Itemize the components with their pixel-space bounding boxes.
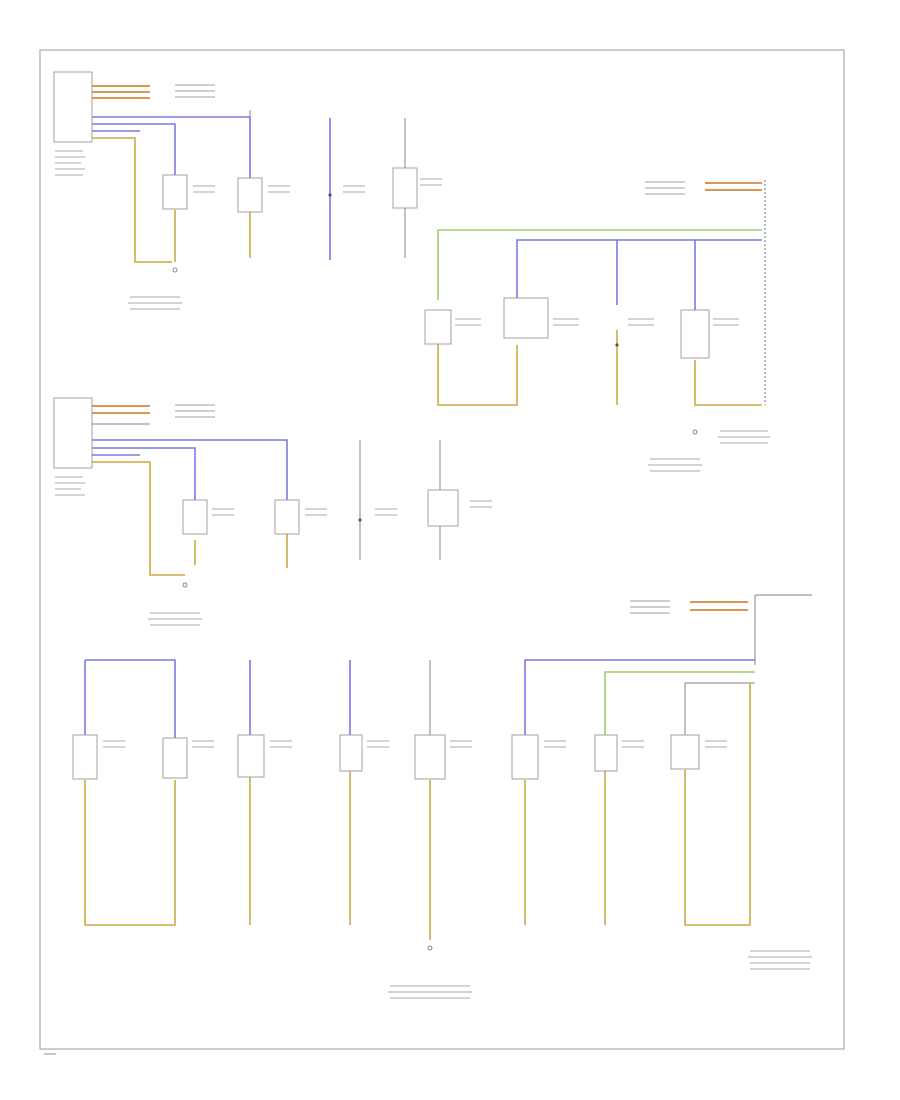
label-marks-mid-left <box>55 404 492 626</box>
right-seat-heater-switch <box>182 499 208 535</box>
passenger-seat-belt-switch <box>594 734 618 772</box>
group-right-seat <box>53 397 492 626</box>
label-marks-right-upper <box>455 181 770 472</box>
right-seat-lumbar-switch <box>274 499 300 535</box>
right-seat-splice <box>358 518 362 522</box>
left-seat-memory-switch <box>392 167 418 209</box>
passenger-seat-splice <box>615 343 619 347</box>
label-marks-bottom <box>103 600 812 999</box>
left-front-seat-switch <box>72 734 98 780</box>
passenger-seat-lumbar-switch <box>503 297 549 339</box>
ground-symbol-2 <box>692 429 698 435</box>
footer-code: WWWPA1 <box>44 1052 57 1056</box>
left-seat-splice <box>328 193 332 197</box>
passenger-occupant-module <box>670 734 700 770</box>
left-seat-heater-switch <box>162 174 188 210</box>
group-bottom-row <box>72 594 812 999</box>
diagram-frame <box>39 49 845 1050</box>
ground-symbol-1 <box>172 267 178 273</box>
left-seat-lumbar-switch <box>237 177 263 213</box>
group-left-seat <box>53 71 442 310</box>
right-seat-module <box>53 397 93 469</box>
ground-symbol-3 <box>182 582 188 588</box>
passenger-seat-memory-switch <box>680 309 710 359</box>
ground-symbol-4 <box>427 945 433 951</box>
driver-seat-position-switch <box>237 734 265 778</box>
power-seat-motor <box>511 734 539 780</box>
seat-occupant-sensor <box>414 734 446 780</box>
left-seat-module <box>53 71 93 143</box>
passenger-seat-heater-switch <box>424 309 452 345</box>
right-seat-memory-switch <box>427 489 459 527</box>
seat-belt-switch <box>339 734 363 772</box>
label-marks-left <box>55 84 442 310</box>
memory-seat-control-module <box>162 737 188 779</box>
group-right-upper <box>424 180 770 472</box>
